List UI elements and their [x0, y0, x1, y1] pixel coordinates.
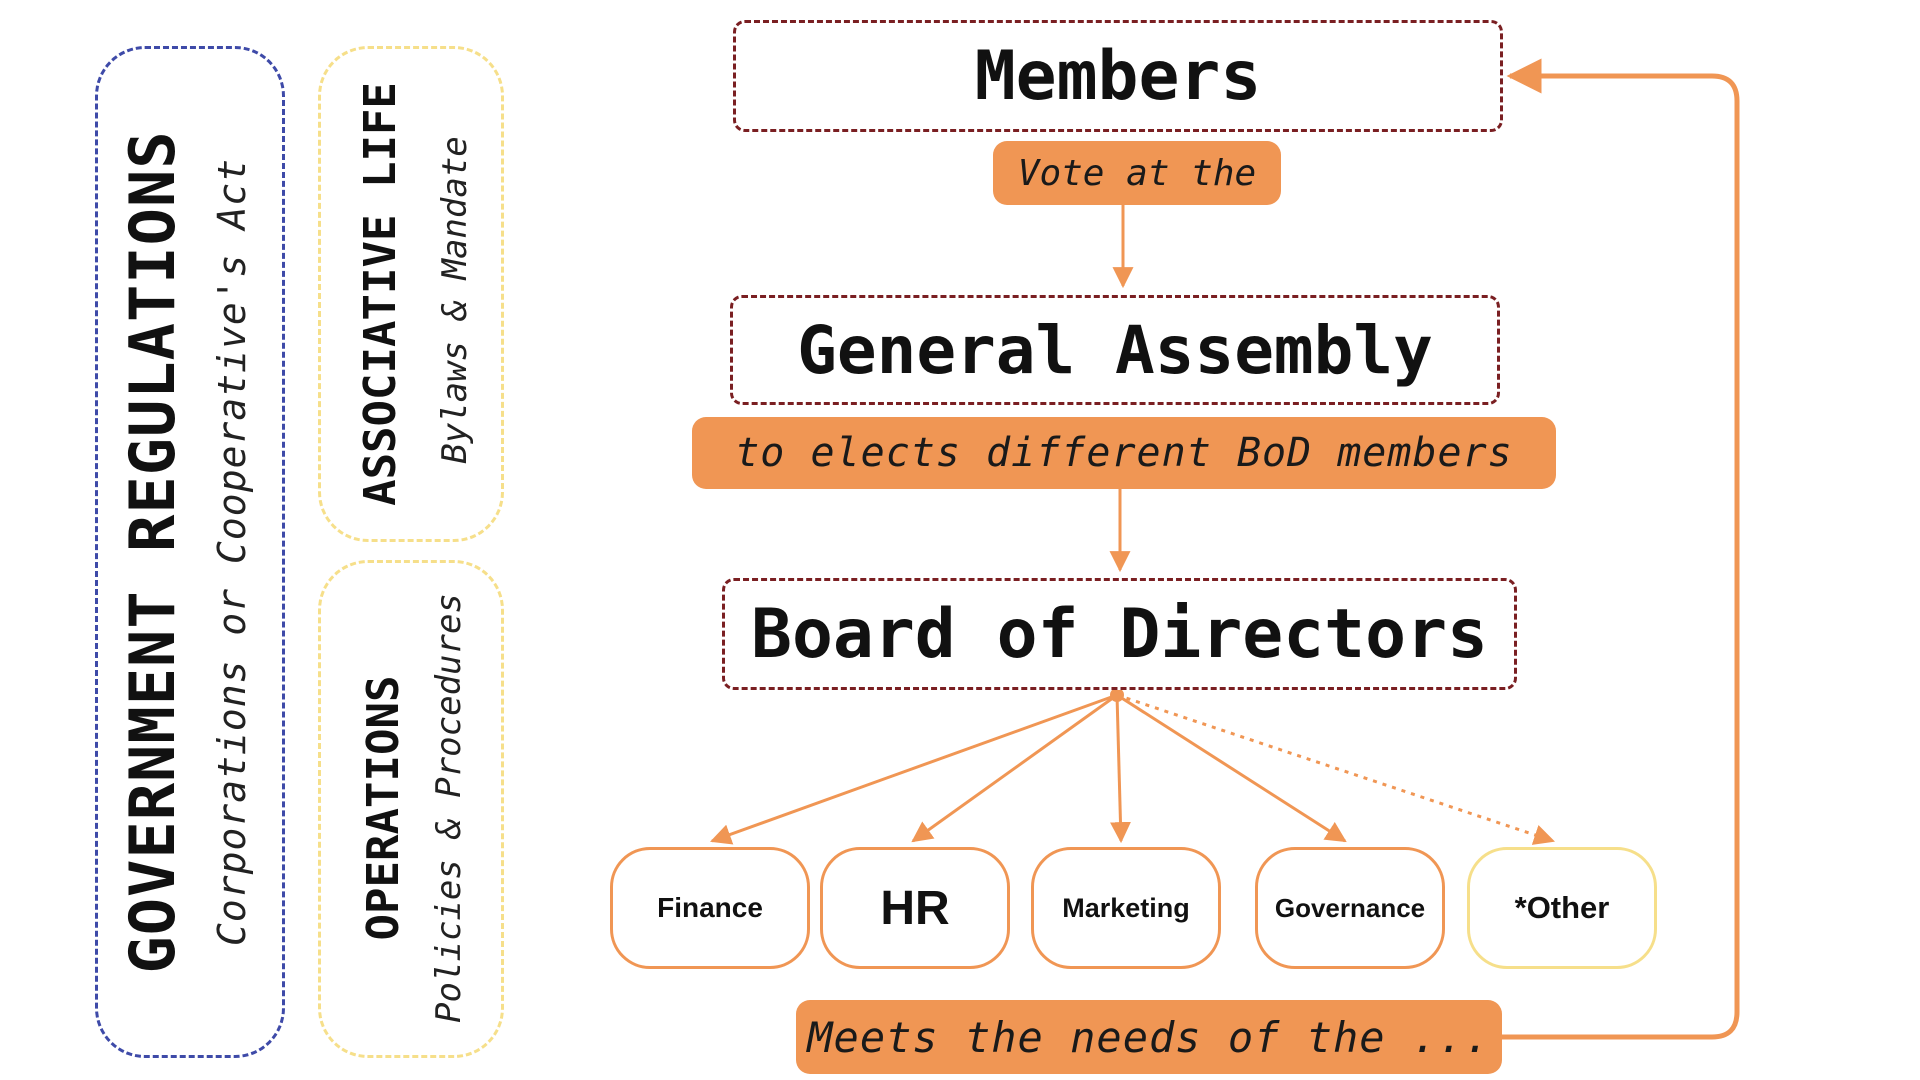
committee-governance: Governance — [1255, 847, 1445, 969]
meets-needs-label: Meets the needs of the ... — [796, 1000, 1502, 1074]
arrow-board-to-marketing — [1109, 694, 1131, 844]
board-of-directors-box: Board of Directors — [722, 578, 1517, 690]
associative-life-panel — [318, 46, 504, 542]
members-box: Members — [733, 20, 1503, 132]
committee-other: *Other — [1467, 847, 1657, 969]
committee-marketing: Marketing — [1031, 847, 1221, 969]
arrow-board-to-finance — [710, 693, 1118, 845]
elect-label: to elects different BoD members — [692, 417, 1556, 489]
arrow-board-to-other — [1116, 693, 1555, 845]
arrow-board-to-hr — [911, 693, 1118, 843]
general-assembly-box: General Assembly — [730, 295, 1500, 405]
vote-label: Vote at the — [993, 141, 1281, 205]
committee-finance: Finance — [610, 847, 810, 969]
government-regulations-panel — [95, 46, 285, 1058]
arrow-feedback-to-members — [1502, 58, 1740, 1040]
arrow-board-to-governance — [1116, 693, 1347, 843]
operations-panel — [318, 560, 504, 1058]
committee-hr: HR — [820, 847, 1010, 969]
